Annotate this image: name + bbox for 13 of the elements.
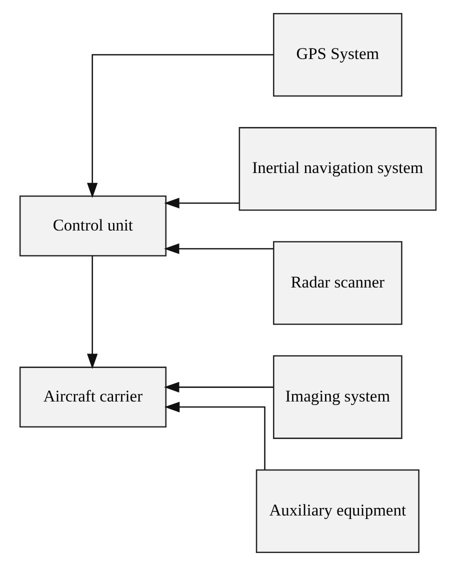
arrow — [87, 256, 98, 369]
node-box: Auxiliary equipment — [256, 469, 420, 554]
node-box: GPS System — [273, 12, 402, 97]
arrow — [164, 198, 240, 208]
node-box: Imaging system — [273, 355, 402, 439]
arrow — [164, 243, 274, 254]
node-box: Aircraft carrier — [19, 366, 166, 428]
node-box: Inertial navigation system — [238, 127, 437, 211]
arrow — [87, 54, 274, 198]
node-box: Control unit — [19, 196, 166, 256]
arrow — [164, 382, 274, 392]
node-box: Radar scanner — [273, 241, 402, 325]
arrow — [164, 402, 266, 470]
